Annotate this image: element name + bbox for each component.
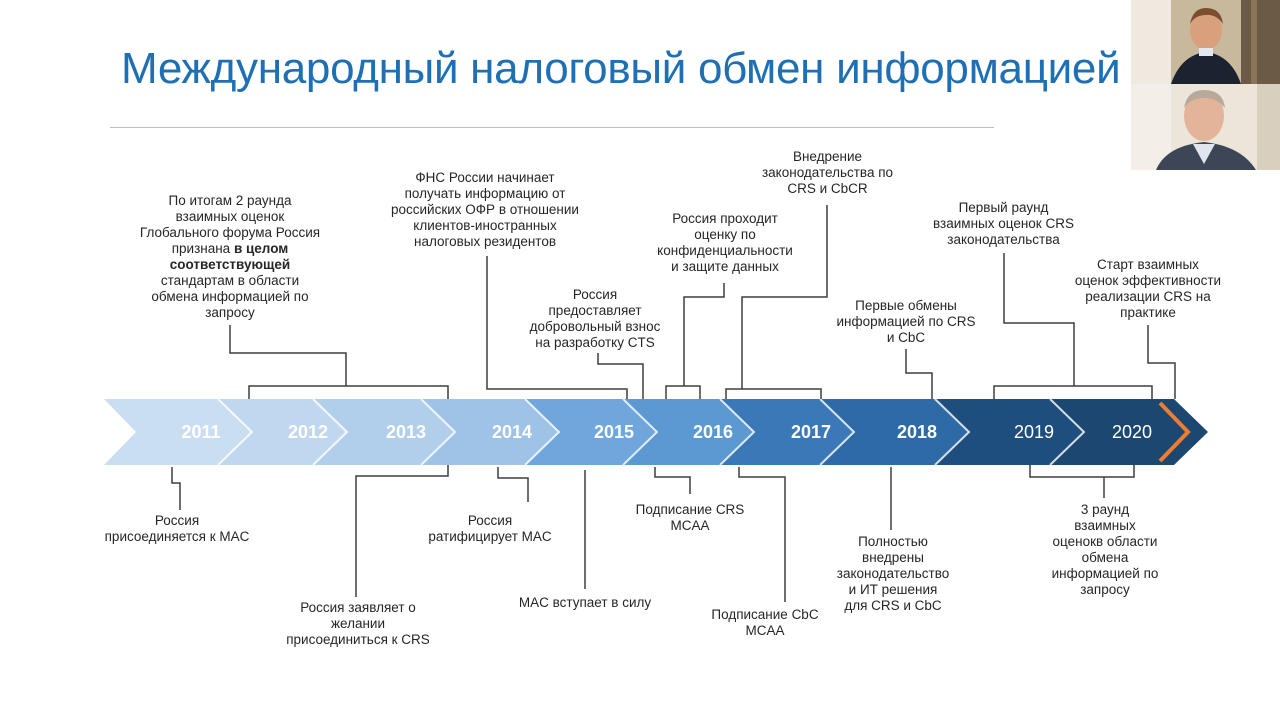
connector-2016-confidentiality [683, 283, 725, 386]
slide-title: Международный налоговый обмен информацие… [121, 44, 1219, 93]
event-2020-start: Старт взаимных оценок эффективности реал… [1074, 257, 1222, 320]
chevron-2011 [104, 399, 252, 465]
event-2017-cbc-mcaa: Подписание CbC MCAA [711, 607, 819, 638]
event-2018-first-exchange: Первые обмены информацией по CRS и CbC [836, 298, 976, 345]
bracket-2016 [665, 385, 701, 399]
chevron-2018 [820, 399, 969, 465]
event-2015-mac-force: MAC вступает в силу [518, 595, 652, 610]
chevron-2013 [313, 399, 455, 465]
connector-2020-start [1147, 325, 1176, 399]
connector-2016-crs-mcaa [654, 467, 691, 494]
chevron-2020 [1050, 399, 1208, 465]
event-2020-third-round: 3 раунд взаимных оценокв области обмена … [1051, 502, 1159, 597]
bracket-2017 [725, 388, 822, 399]
event-2019-first-round: Первый раунд взаимных оценок CRS законод… [933, 200, 1074, 247]
video-tile-participant-1 [1131, 0, 1280, 84]
connector-2019-round [1003, 253, 1075, 386]
year-2011: 2011 [181, 422, 221, 442]
year-2020: 2020 [1111, 422, 1153, 442]
chevron-2012 [218, 399, 347, 465]
connector-2017-law [741, 205, 828, 389]
event-2016-confidentiality: Россия проходит оценку по конфиденциальн… [657, 211, 793, 274]
connector-2015-cts [597, 353, 644, 399]
connector-2012-review [229, 325, 347, 386]
event-2016-crs-mcaa: Подписание CRS MCAA [635, 502, 745, 533]
orange-chevron-accent [1158, 401, 1191, 463]
connector-2020-third [1029, 465, 1135, 478]
year-2012: 2012 [287, 422, 329, 442]
bracket-2012-2013 [248, 385, 449, 399]
event-2011-mac: Россия присоединяется к MAC [104, 513, 250, 544]
event-2017-law: Внедрение законодательства по CRS и CbCR [761, 149, 894, 196]
chevron-2016 [623, 399, 754, 465]
year-2016: 2016 [692, 422, 734, 442]
video-tile-participant-2 [1131, 84, 1280, 170]
connector-2018-exchange [905, 349, 933, 399]
connector-2017-cbc-mcaa [738, 467, 786, 602]
event-2012-review: По итогам 2 раунда взаимных оценок Глоба… [139, 193, 321, 320]
participant-1-video [1131, 0, 1280, 84]
year-2015: 2015 [593, 422, 635, 442]
year-2018: 2018 [896, 422, 938, 442]
title-divider [110, 127, 994, 128]
year-2019: 2019 [1013, 422, 1055, 442]
chevron-2014 [421, 399, 559, 465]
chevron-2015 [525, 399, 657, 465]
year-2017: 2017 [790, 422, 832, 442]
connector-2013-crs [355, 465, 449, 597]
chevron-2017 [720, 399, 854, 465]
event-2014-fns: ФНС России начинает получать информацию … [391, 170, 579, 249]
year-2014: 2014 [491, 422, 533, 442]
connector-2014-ratify [497, 467, 529, 502]
bracket-2019 [993, 385, 1153, 399]
event-2018-full: Полностью внедрены законодательство и ИТ… [836, 534, 950, 613]
year-2013: 2013 [385, 422, 427, 442]
chevron-2019 [935, 399, 1084, 465]
connector-2014-fns [486, 256, 628, 399]
event-2015-cts: Россия предоставляет добровольный взнос … [529, 287, 661, 350]
event-2014-ratify: Россия ратифицирует MAC [428, 513, 552, 544]
event-2013-crs: Россия заявляет о желании присоединиться… [286, 600, 430, 647]
participant-2-video [1131, 84, 1280, 170]
connector-2011-mac [171, 467, 181, 510]
